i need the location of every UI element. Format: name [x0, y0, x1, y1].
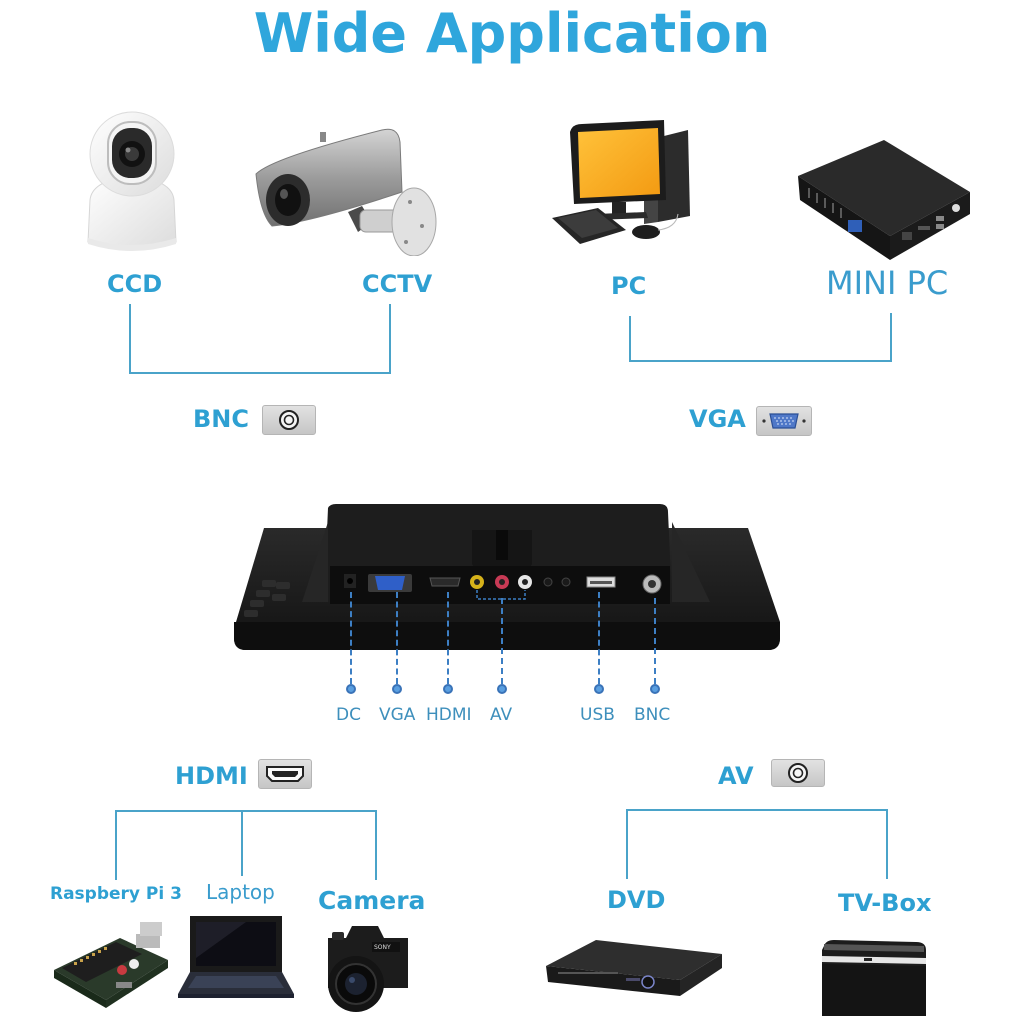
hdmi-connector-line-top	[115, 810, 377, 812]
bnc-connector-line-left	[129, 304, 131, 374]
hdmi-connector-line-right	[375, 810, 377, 880]
port-leader-dc	[350, 592, 352, 684]
device-label-ccd: CCD	[107, 270, 163, 298]
device-label-cctv: CCTV	[362, 270, 433, 298]
vga-connector-line-bottom	[629, 360, 892, 362]
hdmi-connector-line-left	[115, 810, 117, 880]
device-label-tv-box: TV-Box	[838, 889, 932, 917]
hdmi-connector-icon	[258, 759, 312, 789]
vga-connector-line-left	[629, 316, 631, 362]
dome-camera-icon	[84, 110, 180, 256]
bnc-connector-line-bottom	[129, 372, 391, 374]
desktop-pc-icon	[548, 118, 694, 252]
port-dot-vga	[392, 684, 402, 694]
svg-text:SONY: SONY	[374, 944, 391, 951]
port-dot-hdmi	[443, 684, 453, 694]
mini-pc-icon	[794, 136, 974, 262]
tv-box-icon	[818, 938, 930, 1020]
port-dot-usb	[594, 684, 604, 694]
hdmi-connector-line-middle	[241, 810, 243, 876]
rca-connector-icon	[771, 759, 825, 787]
device-label-pc: PC	[611, 272, 647, 300]
device-label-raspberry-pi: Raspbery Pi 3	[50, 884, 182, 904]
port-leader-hdmi	[447, 592, 449, 684]
port-label-vga: VGA	[379, 705, 416, 725]
port-leader-usb	[598, 592, 600, 684]
device-label-camera: Camera	[318, 886, 426, 915]
port-label-hdmi: HDMI	[426, 705, 472, 725]
connector-label-av: AV	[718, 762, 754, 790]
device-label-dvd: DVD	[607, 886, 666, 914]
connector-label-hdmi: HDMI	[175, 762, 248, 790]
connector-label-bnc: BNC	[193, 405, 249, 433]
port-label-bnc: BNC	[634, 705, 671, 725]
page-title: Wide Application	[253, 2, 771, 65]
bnc-connector-line-right	[389, 304, 391, 374]
bullet-camera-icon	[252, 122, 442, 257]
av-connector-line-top	[626, 809, 888, 811]
laptop-icon	[176, 914, 296, 1000]
monitor-rear-image	[232, 502, 782, 652]
connector-label-vga: VGA	[689, 405, 746, 433]
port-dot-av	[497, 684, 507, 694]
raspberry-pi-icon	[50, 918, 172, 1010]
av-connector-line-left	[626, 809, 628, 879]
port-leader-bnc	[654, 598, 656, 684]
port-dot-bnc	[650, 684, 660, 694]
port-label-dc: DC	[336, 705, 361, 725]
port-label-usb: USB	[580, 705, 615, 725]
vga-connector-icon	[756, 406, 812, 436]
camera-icon: SONY	[322, 918, 414, 1014]
port-dot-dc	[346, 684, 356, 694]
bnc-connector-icon	[262, 405, 316, 435]
av-connector-line-right	[886, 809, 888, 879]
port-leader-vga	[396, 592, 398, 684]
vga-connector-line-right	[890, 313, 892, 362]
device-label-laptop: Laptop	[206, 880, 275, 904]
device-label-mini-pc: MINI PC	[826, 264, 949, 302]
port-label-av: AV	[490, 705, 513, 725]
dvd-player-icon	[544, 936, 724, 1000]
port-leader-av	[501, 598, 503, 684]
